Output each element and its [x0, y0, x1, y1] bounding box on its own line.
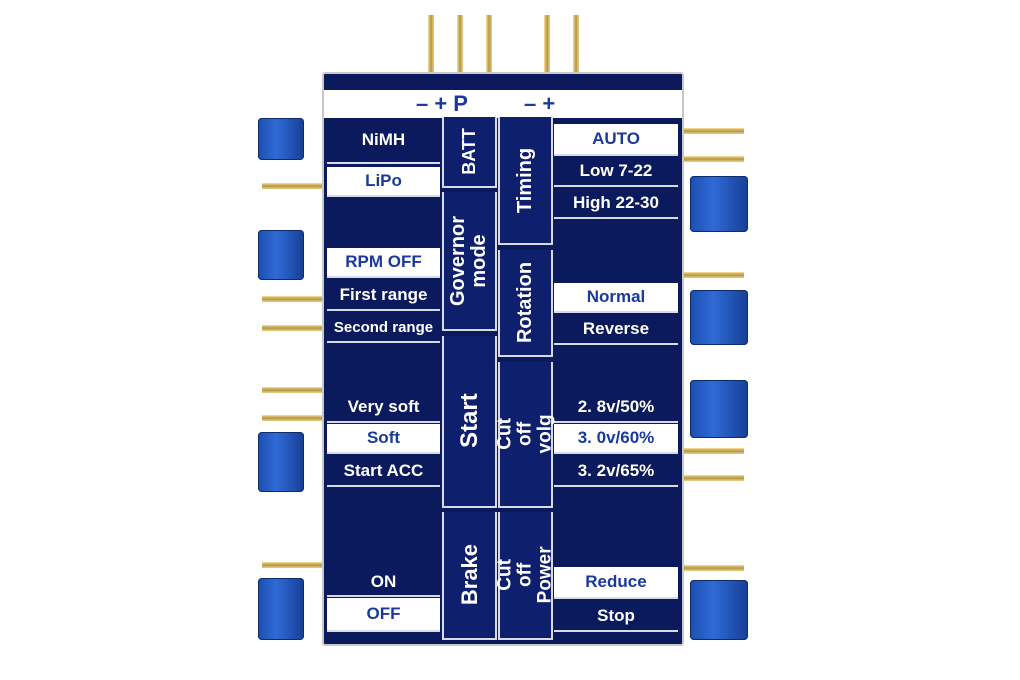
jumper-pin — [262, 387, 324, 393]
group-label-rotation: Rotation — [498, 250, 553, 357]
option-low-7-22: Low 7-22 — [554, 157, 678, 187]
group-label-text: Start — [455, 393, 483, 449]
jumper-pin — [682, 272, 744, 278]
jumper-pin — [682, 475, 744, 481]
option-first-range: First range — [327, 280, 440, 311]
group-label-text: Rotation — [514, 261, 536, 344]
option-on: ON — [327, 568, 440, 597]
option-very-soft: Very soft — [327, 392, 440, 423]
option-stop: Stop — [554, 601, 678, 632]
option-high-22-30: High 22-30 — [554, 188, 678, 219]
jumper-pin — [262, 296, 324, 302]
group-label-text: Cut off Power — [494, 546, 556, 604]
group-label-text: BATT — [459, 128, 480, 175]
option-3-0v-60-: 3. 0v/60% — [554, 424, 678, 454]
option-auto: AUTO — [554, 124, 678, 156]
group-label-text: Governor mode — [447, 215, 491, 306]
option-reduce: Reduce — [554, 567, 678, 599]
option-3-2v-65-: 3. 2v/65% — [554, 456, 678, 487]
jumper-pin — [682, 156, 744, 162]
group-label-text: Timing — [514, 147, 536, 213]
option-2-8v-50-: 2. 8v/50% — [554, 392, 678, 423]
header-pin — [573, 15, 579, 85]
jumper-shunt[interactable] — [690, 176, 748, 232]
option-soft: Soft — [327, 424, 440, 454]
connector-labels: – + P – + — [324, 90, 682, 118]
jumper-pin — [682, 448, 744, 454]
group-label-governor-mode: Governor mode — [442, 192, 497, 331]
jumper-pin — [262, 325, 324, 331]
group-label-cut-off-power: Cut off Power — [494, 512, 556, 640]
option-off: OFF — [327, 598, 440, 632]
option-normal: Normal — [554, 283, 678, 313]
header-pin — [486, 15, 492, 85]
header-pin — [544, 15, 550, 85]
option-lipo: LiPo — [327, 167, 440, 197]
jumper-pin — [262, 183, 324, 189]
option-rpm-off: RPM OFF — [327, 248, 440, 278]
jumper-shunt[interactable] — [258, 578, 304, 640]
jumper-shunt[interactable] — [690, 580, 748, 640]
jumper-shunt[interactable] — [690, 290, 748, 345]
jumper-shunt[interactable] — [258, 230, 304, 280]
group-label-text: Brake — [456, 544, 482, 606]
group-label-text: Cut off volg — [494, 414, 556, 454]
header-pin — [428, 15, 434, 85]
option-reverse: Reverse — [554, 314, 678, 345]
group-label-cut-off-volg: Cut off volg — [494, 362, 556, 508]
group-label-start: Start — [442, 336, 497, 508]
option-second-range: Second range — [327, 313, 440, 343]
jumper-shunt[interactable] — [690, 380, 748, 438]
option-nimh: NiMH — [327, 118, 440, 164]
jumper-pin — [262, 415, 324, 421]
jumper-shunt[interactable] — [258, 432, 304, 492]
group-label-brake: Brake — [442, 512, 497, 640]
header-pin — [457, 15, 463, 85]
group-label-batt: BATT — [442, 117, 497, 188]
battery-connector-label: – + P — [416, 91, 468, 116]
jumper-pin — [682, 565, 744, 571]
option-start-acc: Start ACC — [327, 456, 440, 487]
output-connector-label: – + — [524, 91, 556, 116]
jumper-pin — [262, 562, 324, 568]
group-label-timing: Timing — [498, 117, 553, 245]
jumper-shunt[interactable] — [258, 118, 304, 160]
jumper-pin — [682, 128, 744, 134]
